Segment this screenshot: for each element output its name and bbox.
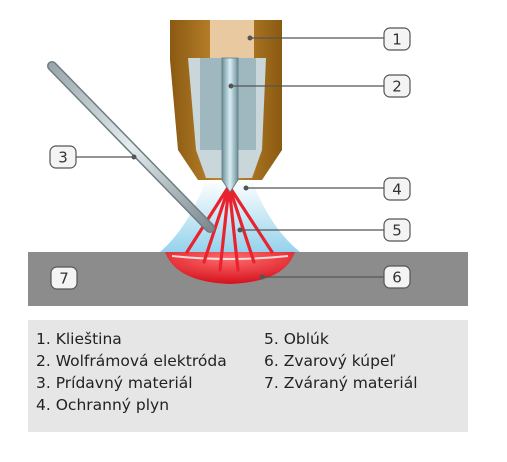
legend-item-tungsten-electrode: 2. Wolfrámová elektróda	[36, 352, 227, 370]
legend-left-column: 1. Klieština 2. Wolfrámová elektróda 3. …	[36, 328, 227, 416]
legend-item-weld-pool: 6. Zvarový kúpeľ	[264, 352, 396, 370]
legend-item-filler-rod: 3. Prídavný materiál	[36, 374, 193, 392]
svg-text:1: 1	[392, 31, 402, 49]
legend-item-collet: 1. Klieština	[36, 330, 122, 348]
shielding-gas	[160, 180, 300, 252]
leader-lines	[76, 35, 384, 280]
callout-2: 2	[383, 74, 411, 98]
legend-item-shielding-gas: 4. Ochranný plyn	[36, 396, 170, 414]
svg-text:3: 3	[58, 149, 68, 167]
svg-text:2: 2	[392, 78, 402, 96]
svg-text:7: 7	[59, 270, 69, 288]
svg-text:6: 6	[392, 269, 402, 287]
legend-item-base-material: 7. Zváraný materiál	[264, 374, 418, 392]
callout-6: 6	[383, 265, 411, 289]
collet	[210, 20, 254, 58]
legend-right-column: 5. Oblúk 6. Zvarový kúpeľ 7. Zváraný mat…	[264, 328, 418, 394]
svg-text:4: 4	[392, 181, 402, 199]
callout-5: 5	[383, 218, 411, 242]
filler-rod	[47, 61, 215, 233]
weld-pool-highlight	[171, 255, 289, 260]
legend-item-arc: 5. Oblúk	[264, 330, 329, 348]
callout-7: 7	[50, 266, 78, 290]
arc	[185, 184, 274, 272]
tungsten-electrode	[221, 57, 239, 193]
legend: 1. Klieština 2. Wolfrámová elektróda 3. …	[28, 320, 468, 432]
tig-welding-diagram: 1 2 3 4 5 6 7	[28, 20, 468, 306]
callout-3: 3	[49, 145, 77, 169]
callout-1: 1	[383, 27, 411, 51]
svg-text:5: 5	[392, 222, 402, 240]
callout-4: 4	[383, 177, 411, 201]
